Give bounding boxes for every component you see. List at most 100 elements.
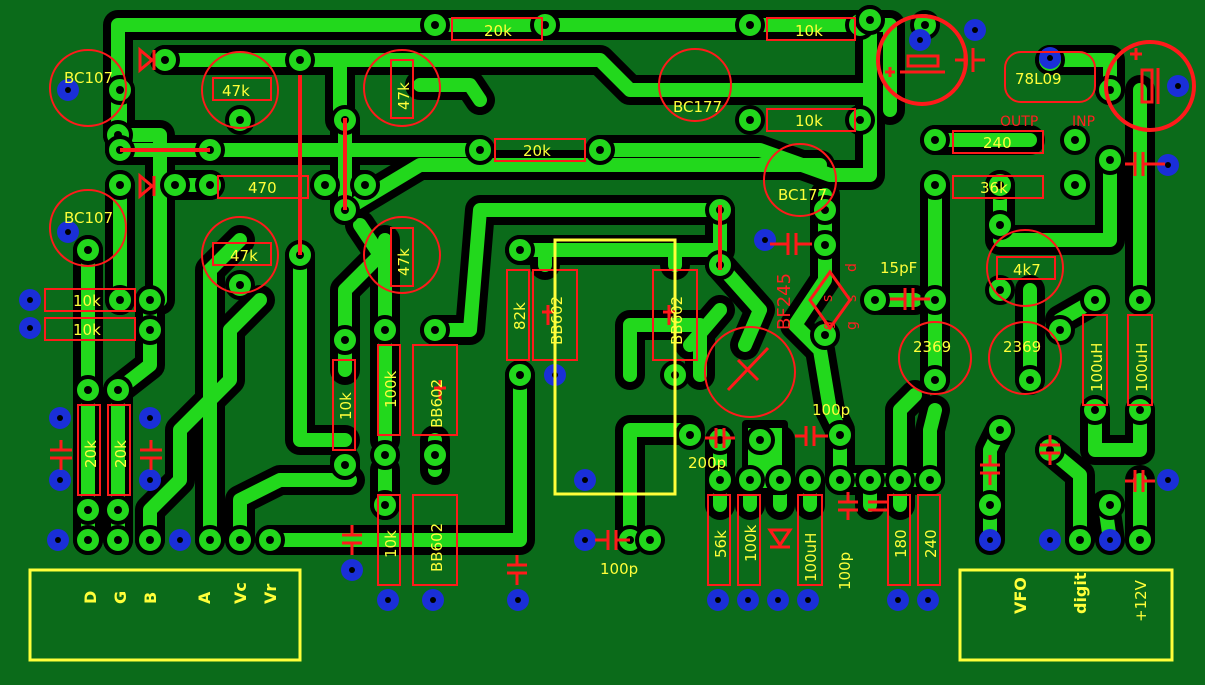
conn-vfo-label: VFO	[1011, 577, 1030, 614]
via-hole	[805, 597, 811, 603]
r20k-v1-label: 20k	[82, 440, 100, 468]
fet-s2-label: s	[820, 295, 836, 302]
pad-hole	[116, 181, 124, 189]
pad-hole	[686, 431, 694, 439]
conn-a-label: A	[195, 591, 214, 604]
pad-hole	[1026, 376, 1034, 384]
pad-hole	[821, 331, 829, 339]
via-hole	[582, 537, 588, 543]
via-hole	[1165, 162, 1171, 168]
pad-hole	[1071, 181, 1079, 189]
r20k-v2-label: 20k	[112, 440, 130, 468]
r10k-top-label: 10k	[795, 22, 823, 40]
c15p-label: 15pF	[880, 259, 917, 277]
pad-hole	[516, 246, 524, 254]
pad-hole	[756, 436, 764, 444]
varicap1-label: BB602	[428, 379, 446, 428]
r56k-label: 56k	[712, 530, 730, 558]
pad-hole	[431, 21, 439, 29]
pad-hole	[171, 181, 179, 189]
pad-hole	[716, 436, 724, 444]
electrolytic-symbols	[885, 48, 1160, 104]
pad-hole	[866, 16, 874, 24]
pad-hole	[921, 21, 929, 29]
pad-hole	[114, 536, 122, 544]
conn-12v-label: +12V	[1132, 579, 1150, 622]
c100p-c-label: 100p	[836, 552, 854, 590]
l2-label: 100uH	[1088, 343, 1106, 392]
r10k-v-label: 10k	[337, 392, 355, 420]
via-hole	[55, 537, 61, 543]
via-hole	[57, 415, 63, 421]
silkscreen-yellow	[28, 238, 1174, 662]
pad-hole	[716, 476, 724, 484]
conn-digit-label: digit	[1071, 572, 1090, 614]
via-hole	[515, 597, 521, 603]
r36k-label: 36k	[980, 179, 1008, 197]
pad-hole	[1136, 406, 1144, 414]
pad-hole	[806, 476, 814, 484]
pad-hole	[114, 386, 122, 394]
conn-vc-label: Vc	[231, 582, 250, 604]
regulator-inp-label: INP	[1072, 114, 1095, 130]
pad-hole	[1136, 536, 1144, 544]
via-hole	[177, 537, 183, 543]
via-hole	[1047, 537, 1053, 543]
pads-group	[19, 5, 1189, 611]
pad-hole	[776, 476, 784, 484]
pad-hole	[931, 296, 939, 304]
q6-label: 2369	[1003, 338, 1041, 356]
conn-b-label: B	[141, 592, 160, 604]
via-hole	[349, 567, 355, 573]
regulator-label: 78L09	[1015, 70, 1062, 88]
q1-label: BC107	[64, 69, 113, 87]
pad-hole	[476, 146, 484, 154]
conn-g-label: G	[111, 591, 130, 604]
via-hole	[65, 229, 71, 235]
pad-hole	[114, 506, 122, 514]
transistor-symbol	[726, 346, 770, 392]
via-hole	[715, 597, 721, 603]
via-hole	[775, 597, 781, 603]
pad-hole	[871, 296, 879, 304]
pad-hole	[646, 536, 654, 544]
pad-hole	[431, 451, 439, 459]
pot4-label: 47k	[395, 248, 413, 276]
fet-s-label: s	[844, 295, 860, 302]
pad-hole	[866, 476, 874, 484]
pad-hole	[1076, 536, 1084, 544]
pad-hole	[856, 116, 864, 124]
pad-hole	[84, 536, 92, 544]
conn-vr-label: Vr	[261, 584, 280, 604]
pad-hole	[1071, 136, 1079, 144]
via-hole	[925, 597, 931, 603]
r100k-v-label: 100k	[382, 370, 400, 408]
pad-hole	[84, 246, 92, 254]
pad-hole	[296, 56, 304, 64]
c100p-a-label: 100p	[812, 401, 850, 419]
r20k-mid-label: 20k	[523, 142, 551, 160]
r240-top-label: 240	[983, 134, 1012, 152]
pad-hole	[161, 56, 169, 64]
pad-hole	[516, 371, 524, 379]
pad-hole	[926, 476, 934, 484]
pad-hole	[1056, 326, 1064, 334]
r20k-top-label: 20k	[484, 22, 512, 40]
pad-hole	[341, 336, 349, 344]
r10k-left2-label: 10k	[73, 321, 101, 339]
regulator-outp-label: OUTP	[1000, 114, 1038, 130]
via-hole	[385, 597, 391, 603]
q2-label: BC107	[64, 209, 113, 227]
pad-hole	[321, 181, 329, 189]
fet-label: BF245	[774, 273, 795, 330]
q5-label: 2369	[913, 338, 951, 356]
pad-hole	[381, 451, 389, 459]
varicap4-label: BB602	[668, 296, 686, 345]
pad-hole	[431, 326, 439, 334]
pad-hole	[361, 181, 369, 189]
pad-hole	[84, 506, 92, 514]
pad-hole	[146, 296, 154, 304]
conn-d-label: D	[81, 591, 100, 604]
pad-hole	[116, 86, 124, 94]
